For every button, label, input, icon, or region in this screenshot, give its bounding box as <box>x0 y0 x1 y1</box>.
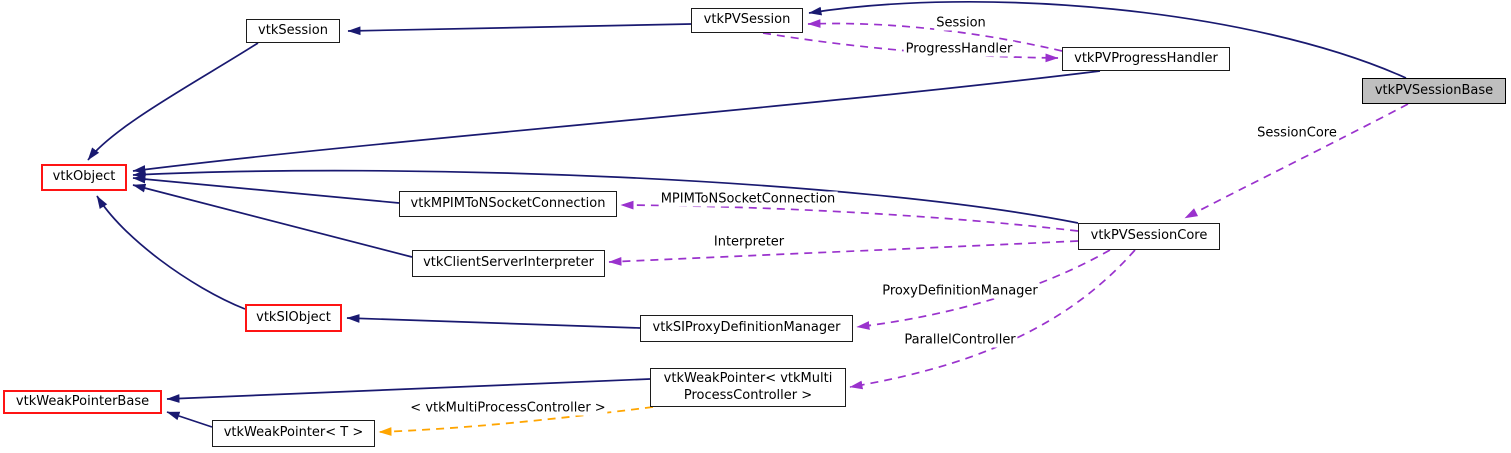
edge-label-template-args: < vtkMultiProcessController > <box>408 400 608 416</box>
edge-label-mpim-to-n-socket-connection: MPIMToNSocketConnection <box>658 191 838 207</box>
node-vtkMPIMToNSocketConnection[interactable]: vtkMPIMToNSocketConnection <box>399 191 617 217</box>
node-vtkPVProgressHandler[interactable]: vtkPVProgressHandler <box>1062 47 1230 71</box>
node-vtkPVSessionCore[interactable]: vtkPVSessionCore <box>1078 223 1220 250</box>
edge-label-progress-handler: ProgressHandler <box>903 41 1015 57</box>
node-vtkSIObject[interactable]: vtkSIObject <box>245 304 342 332</box>
edge-label-interpreter: Interpreter <box>711 234 787 250</box>
node-vtkObject[interactable]: vtkObject <box>41 164 127 191</box>
node-vtkSession[interactable]: vtkSession <box>246 19 340 43</box>
edge-label-session-core: SessionCore <box>1255 125 1339 141</box>
node-vtkPVSession[interactable]: vtkPVSession <box>691 8 803 33</box>
node-vtkWeakPointer-vtkMultiProcessController[interactable]: vtkWeakPointer< vtkMulti ProcessControll… <box>650 368 846 407</box>
edge-label-parallel-controller: ParallelController <box>902 332 1018 348</box>
node-vtkWeakPointer-T[interactable]: vtkWeakPointer< T > <box>212 420 375 447</box>
inheritance-edges <box>87 0 1407 428</box>
edge-label-proxy-definition-manager: ProxyDefinitionManager <box>880 283 1040 299</box>
node-vtkClientServerInterpreter[interactable]: vtkClientServerInterpreter <box>412 250 605 277</box>
node-vtkWeakPointerBase[interactable]: vtkWeakPointerBase <box>3 390 162 414</box>
node-vtkPVSessionBase: vtkPVSessionBase <box>1362 78 1506 104</box>
node-vtkSIProxyDefinitionManager[interactable]: vtkSIProxyDefinitionManager <box>640 315 853 342</box>
template-edges <box>378 406 654 436</box>
edge-label-session: Session <box>934 15 988 31</box>
